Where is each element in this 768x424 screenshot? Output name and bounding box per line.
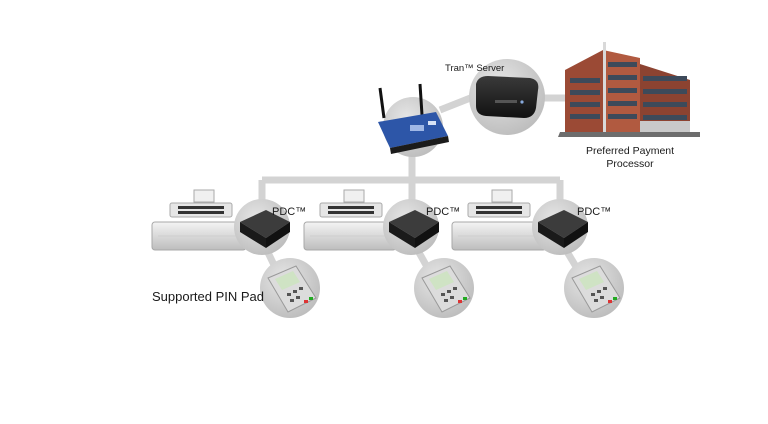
pdc-label-2: PDC™ (426, 206, 461, 218)
pdc-label-3: PDC™ (577, 206, 612, 218)
pos-station-2 (303, 189, 474, 318)
pos-station-1 (151, 189, 320, 318)
pdc-device-icon (383, 199, 439, 255)
pdc-device-icon (234, 199, 290, 255)
cash-register-icon (303, 189, 397, 251)
pdc-label-1: PDC™ (272, 206, 307, 218)
router-icon (378, 83, 449, 157)
tran-server-label: Tran™ Server (445, 63, 505, 74)
pin-pad-label: Supported PIN Pad (152, 289, 265, 304)
processor-label: Preferred Payment Processor (570, 145, 690, 171)
pos-station-3 (451, 189, 624, 318)
office-building-icon (558, 42, 700, 137)
cash-register-icon (451, 189, 547, 251)
pin-pad-icon (564, 258, 624, 318)
pin-pad-icon (414, 258, 474, 318)
cash-register-icon (151, 189, 247, 251)
pdc-device-icon (532, 199, 588, 255)
processor-label-line2: Processor (606, 158, 654, 170)
tran-server-icon (469, 59, 545, 135)
pin-pad-icon (260, 258, 320, 318)
processor-label-line1: Preferred Payment (585, 145, 675, 157)
